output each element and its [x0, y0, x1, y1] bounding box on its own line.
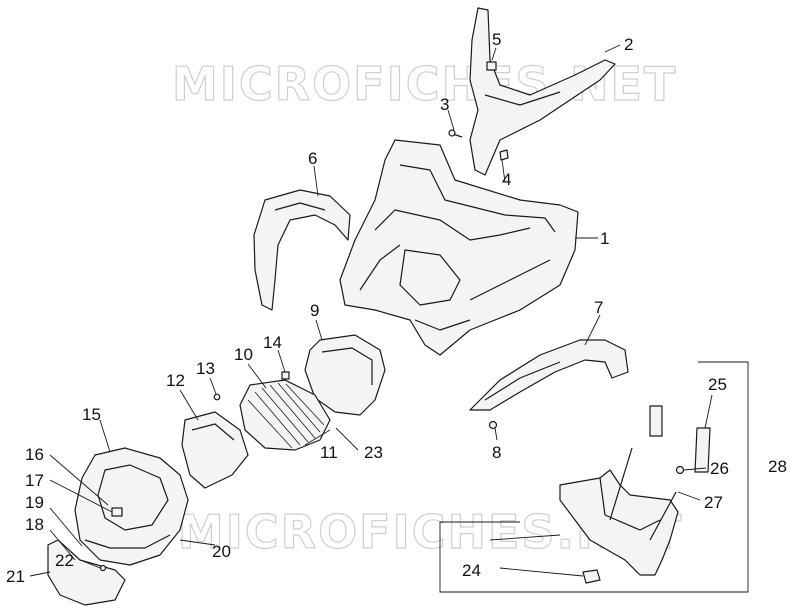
callout-15: 15 [82, 405, 101, 424]
part-15-front-fascia [74, 447, 189, 566]
part-28-bracket-assembly [439, 361, 749, 593]
part-1-front-shield [339, 139, 579, 356]
part-7-lower-cover [469, 339, 629, 411]
callout-13: 13 [196, 359, 215, 378]
callout-21: 21 [6, 567, 25, 586]
part-12-upper-panel [181, 411, 249, 489]
callout-27: 27 [704, 493, 723, 512]
part-2-horn-cover [469, 7, 616, 176]
callout-10: 10 [234, 345, 253, 364]
part-4-clip [499, 149, 509, 161]
callout-11: 11 [320, 443, 338, 462]
callout-22: 22 [55, 551, 74, 570]
part-22-clip [99, 564, 107, 572]
callout-18: 18 [25, 515, 44, 534]
callout-4: 4 [502, 170, 511, 189]
callout-14: 14 [263, 333, 282, 352]
callout-23: 23 [364, 443, 383, 462]
callout-24: 24 [462, 561, 481, 580]
callout-26: 26 [710, 459, 729, 478]
callout-6: 6 [308, 149, 317, 168]
part-9-inner-tray [304, 334, 386, 416]
leader-lines [29, 44, 713, 577]
callout-8: 8 [492, 443, 501, 462]
callout-1: 1 [600, 229, 609, 248]
callout-7: 7 [594, 298, 603, 317]
callout-20: 20 [212, 542, 231, 561]
part-14-nut [281, 371, 290, 380]
callout-5: 5 [492, 30, 501, 49]
part-5-clip [486, 61, 497, 71]
callout-9: 9 [310, 301, 319, 320]
part-21-lower-lip [47, 539, 126, 606]
part-6-side-cover [253, 189, 351, 311]
callout-25: 25 [708, 375, 727, 394]
part-10-grill [239, 379, 331, 451]
callout-2: 2 [624, 35, 633, 54]
callout-19: 19 [25, 493, 44, 512]
callout-12: 12 [166, 371, 185, 390]
part-3-screw [448, 129, 463, 138]
callout-16: 16 [25, 445, 44, 464]
part-16-17-badge [111, 507, 123, 517]
callout-17: 17 [25, 471, 44, 490]
part-8-screw [488, 420, 498, 430]
callout-labels: 1 2 3 4 5 6 7 8 9 10 11 12 13 14 15 16 1… [6, 30, 787, 586]
part-13-screw [213, 393, 221, 401]
callout-28: 28 [768, 457, 787, 476]
callout-3: 3 [440, 95, 449, 114]
